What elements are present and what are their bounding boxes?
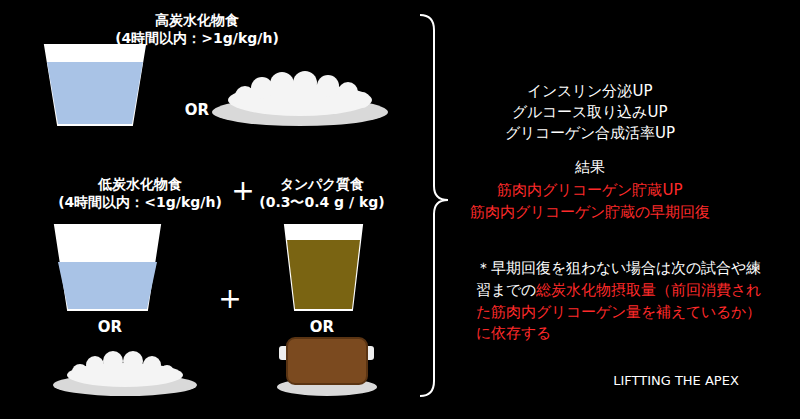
plus-sign: +	[231, 174, 254, 208]
heading-sub: (4時間以内：<1g/kg/h)	[58, 194, 222, 211]
result-text: 筋肉内グリコーゲン貯蔵の早期回復	[470, 203, 710, 221]
heading: 低炭水化物食	[98, 176, 182, 193]
note-block: ＊早期回復を狙わない場合は次の試合や練習までの総炭水化物摂取量（前回消費された筋…	[476, 258, 766, 345]
heading-sub: (4時間以内：>1g/kg/h)	[115, 30, 279, 47]
or-label: OR	[185, 101, 209, 119]
watermark: LIFTTING THE APEX	[613, 373, 739, 389]
or-label: OR	[98, 318, 122, 336]
result-text: 筋肉内グリコーゲン貯蔵UP	[497, 181, 682, 199]
or-label: OR	[310, 318, 334, 336]
effect-text: グリコーゲン合成活率UP	[505, 124, 675, 142]
effect-text: グルコース取り込みUP	[512, 103, 667, 121]
effect-text: インスリン分泌UP	[527, 82, 652, 100]
heading-sub: (0.3〜0.4 g / kg)	[259, 194, 385, 211]
result-heading: 結果	[575, 158, 605, 176]
heading: タンパク質食	[280, 176, 364, 193]
plus-sign: +	[218, 282, 241, 316]
heading: 高炭水化物食	[155, 12, 239, 29]
